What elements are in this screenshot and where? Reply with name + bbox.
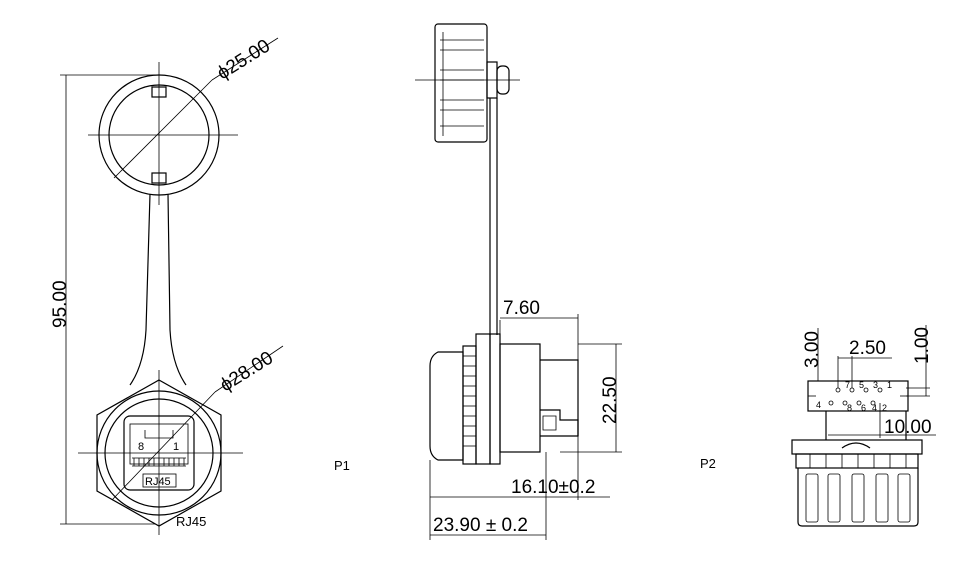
side-rear-body: [540, 359, 579, 437]
dim-3-00-label: 3.00: [802, 331, 823, 368]
side-view-label: P1: [334, 458, 350, 473]
svg-text:4: 4: [816, 400, 821, 410]
svg-text:5: 5: [859, 380, 864, 390]
svg-text:1: 1: [887, 380, 892, 390]
dia-28-label: ϕ28.00: [217, 348, 277, 397]
pcb-pins-bottom: 8 6 4 2 4: [816, 400, 887, 413]
dim-10-00-label: 10.00: [884, 417, 932, 438]
svg-text:3: 3: [873, 380, 878, 390]
dim-1-00-label: 1.00: [912, 327, 933, 364]
cap-notch-top: [151, 86, 167, 98]
pcb-nut: [795, 453, 919, 469]
front-view: 8 1 RJ45 RJ45 ϕ25.00 ϕ28.00 95.00: [50, 36, 284, 535]
pcb-view-label: P2: [700, 456, 716, 471]
pcb-nut-ribs: [809, 454, 907, 468]
cap-outer-ring: [98, 74, 220, 196]
tether-right-edge: [167, 193, 187, 386]
svg-text:4: 4: [872, 403, 877, 413]
dia-28-leader: [111, 391, 216, 501]
tether-left-edge: [129, 193, 151, 386]
cap-inner-ring: [108, 84, 210, 186]
side-rear-step: [540, 409, 579, 436]
pcb-pins-top: 7 5 3 1: [835, 380, 892, 393]
cap-notch-bottom: [151, 172, 167, 184]
rj45-jack-outline: [123, 415, 195, 491]
rj45-contacts: [132, 457, 186, 467]
dia-28-extension: [214, 345, 284, 393]
dim-95-label: 95.00: [50, 280, 71, 328]
side-thread-lines: [463, 355, 476, 447]
side-housing: [499, 343, 541, 453]
rj45-pin-1-label: 1: [173, 441, 179, 453]
hex-nut-outline: [96, 379, 222, 527]
svg-text:7: 7: [845, 380, 850, 390]
rj45-label-box: [142, 473, 177, 488]
svg-text:6: 6: [861, 403, 866, 413]
svg-text:8: 8: [847, 403, 852, 413]
dim-7-60-label: 7.60: [503, 298, 540, 319]
pcb-flange: [791, 439, 923, 455]
pcb-view: 7 5 3 1 8 6 4 2 4: [700, 325, 936, 527]
dia-25-leader: [113, 79, 213, 179]
body-ring-inner: [104, 398, 214, 508]
body-ring-outer: [96, 390, 222, 516]
dim-2-50-label: 2.50: [849, 338, 886, 359]
pcb-cap-ribs: [805, 473, 911, 523]
dim-23-90-label: 23.90 ± 0.2: [433, 515, 528, 536]
rj45-pin-8-label: 8: [138, 441, 144, 453]
dim-22-50-label: 22.50: [600, 376, 621, 424]
dia-25-extension: [211, 37, 279, 81]
svg-text:2: 2: [882, 403, 887, 413]
pcb-cap: [797, 468, 919, 527]
side-rear-slot: [542, 415, 557, 431]
side-flange: [475, 333, 491, 465]
dim-16-10-label: 16.10±0.2: [511, 477, 595, 498]
side-view: 7.60 22.50 16.10±0.2 23.90 ± 0.2 P1: [334, 23, 622, 540]
pcb-footprint-box: [807, 380, 909, 412]
side-nut: [489, 333, 501, 465]
side-plug-cap: [429, 351, 464, 461]
rj45-latch: [144, 430, 174, 439]
dia-25-label: ϕ25.00: [214, 36, 274, 85]
rj45-callout-label: RJ45: [176, 514, 206, 529]
side-cap-ribs: [440, 32, 484, 136]
rj45-socket-label: RJ45: [145, 476, 171, 488]
pcb-flange-key: [841, 442, 871, 449]
